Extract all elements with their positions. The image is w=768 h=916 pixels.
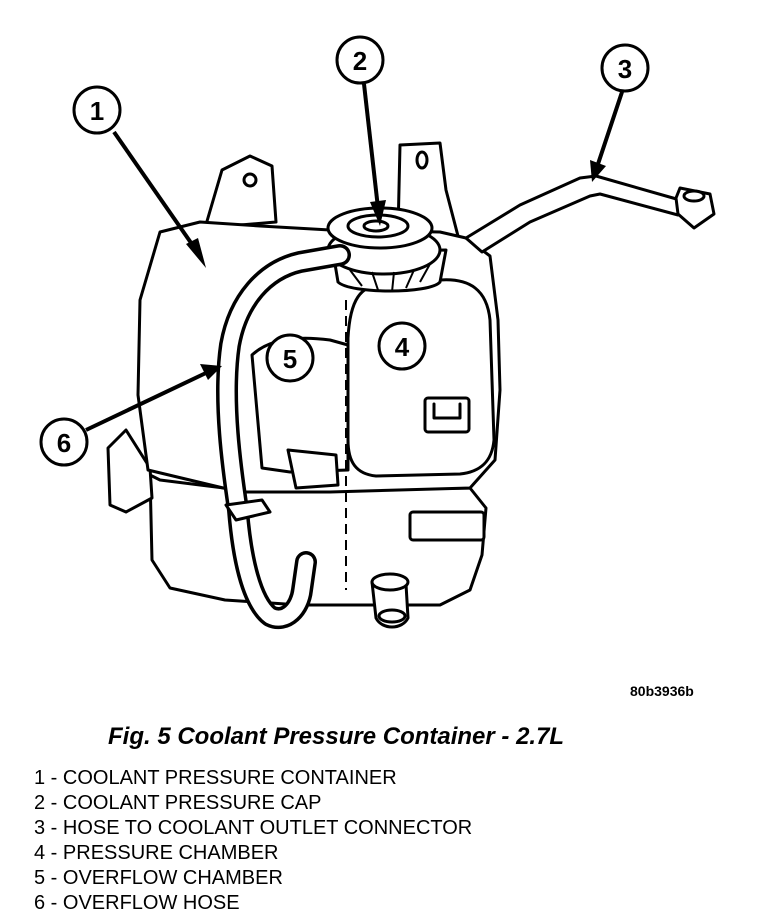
callout-number-5: 5	[283, 344, 297, 374]
callout-circle-5	[265, 333, 315, 383]
legend-number: 3	[34, 817, 63, 839]
leader-2	[362, 83, 380, 209]
level-sensor-connector	[423, 396, 471, 434]
callout-circle-4	[377, 321, 427, 371]
arrowhead-2	[370, 200, 386, 226]
legend-item: 3HOSE TO COOLANT OUTLET CONNECTOR	[34, 816, 472, 841]
chamber-bracket	[286, 448, 340, 490]
callout-circle-1	[72, 85, 122, 135]
pressure-chamber-dome	[346, 278, 496, 478]
tab-slot	[415, 150, 429, 170]
leader-3	[596, 91, 624, 165]
figure-reference-code: 80b3936b	[630, 683, 694, 699]
hose-end-opening	[682, 189, 706, 203]
arrowhead-3	[590, 160, 606, 182]
outlet-hose-tube	[464, 174, 682, 254]
legend-label: COOLANT PRESSURE CONTAINER	[62, 767, 397, 789]
legend-item: 2COOLANT PRESSURE CAP	[34, 791, 472, 816]
legend-number: 2	[34, 792, 63, 814]
legend-label: HOSE TO COOLANT OUTLET CONNECTOR	[62, 817, 473, 839]
legend-item: 1COOLANT PRESSURE CONTAINER	[34, 766, 472, 791]
legend-number: 6	[34, 892, 63, 914]
arrowhead-6	[200, 364, 222, 380]
callout-legend: 1COOLANT PRESSURE CONTAINER 2COOLANT PRE…	[34, 766, 472, 916]
leader-1	[112, 130, 198, 252]
legend-label: COOLANT PRESSURE CAP	[62, 792, 322, 814]
callout-circle-3	[600, 43, 650, 93]
callout-circle-2	[335, 35, 385, 85]
rear-mounting-bracket	[203, 154, 278, 230]
callout-number-1: 1	[90, 96, 104, 126]
arrowhead-1	[186, 238, 206, 268]
cap-ribs	[349, 263, 431, 293]
lower-connector	[408, 510, 486, 542]
callout-number-4: 4	[395, 332, 410, 362]
legend-item: 5OVERFLOW CHAMBER	[34, 866, 472, 891]
overflow-hose-core	[219, 247, 348, 626]
cap-center	[362, 219, 390, 233]
legend-item: 6OVERFLOW HOSE	[34, 891, 472, 916]
hose-clip	[224, 498, 272, 522]
leader-6	[85, 370, 209, 432]
legend-label: OVERFLOW CHAMBER	[62, 867, 283, 889]
legend-label: PRESSURE CHAMBER	[62, 842, 279, 864]
callout-number-6: 6	[57, 428, 71, 458]
figure-caption: Fig. 5 Coolant Pressure Container - 2.7L	[108, 723, 565, 750]
coolant-container-illustration: 1 2 3 4 5 6	[39, 35, 716, 629]
legend-number: 1	[34, 767, 63, 789]
legend-item: 4PRESSURE CHAMBER	[34, 841, 472, 866]
legend-label: OVERFLOW HOSE	[62, 892, 240, 914]
legend-number: 5	[34, 867, 63, 889]
legend-number: 4	[34, 842, 63, 864]
bracket-bolt-hole	[242, 172, 258, 188]
callout-number-3: 3	[618, 54, 632, 84]
callout-circle-6	[39, 417, 89, 467]
callout-number-2: 2	[353, 46, 367, 76]
